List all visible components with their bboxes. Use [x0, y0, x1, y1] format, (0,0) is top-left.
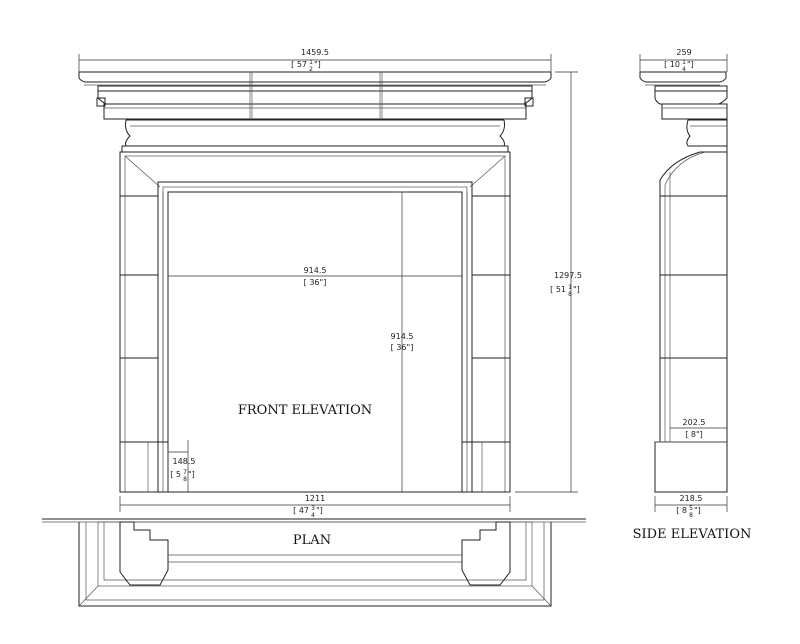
svg-text:5: 5: [689, 505, 693, 512]
front-elevation: 1459.5 [ 57 1 2 "] 1297.5 [ 51 1 8 "]: [78, 48, 582, 493]
side-elevation-label: SIDE ELEVATION: [633, 527, 752, 542]
base-width-imperial: [ 47 3 4 "]: [293, 505, 323, 519]
svg-text:8: 8: [183, 476, 187, 483]
shelf-depth-mm: 259: [676, 48, 691, 57]
base-depth-mm: 218.5: [680, 494, 703, 503]
opening-width-mm: 914.5: [304, 266, 327, 275]
overall-height-imperial: [ 51 1 8 "]: [550, 284, 580, 298]
opening-height-imperial: [ 36"]: [391, 343, 414, 352]
shelf-depth-imperial: [ 10 1 4 "]: [664, 59, 694, 73]
svg-text:8: 8: [689, 512, 693, 519]
opening-height-mm: 914.5: [391, 332, 414, 341]
dim-opening-height: 914.5 [ 36"]: [391, 191, 414, 492]
svg-text:"]: "]: [573, 285, 580, 294]
svg-text:8: 8: [568, 291, 572, 298]
overall-height-mm: 1297.5: [554, 271, 582, 280]
dim-base-width: 1211 [ 47 3 4 "]: [119, 494, 511, 519]
leg-depth-imperial: [ 8"]: [685, 430, 703, 439]
base-width-mm: 1211: [305, 494, 325, 503]
svg-text:[ 47: [ 47: [293, 506, 309, 515]
dim-opening-width: 914.5 [ 36"]: [168, 266, 462, 287]
dim-base-depth: 218.5 [ 8 5 8 "]: [654, 494, 728, 519]
leg-width-imperial: [ 5 7 8 "]: [170, 469, 195, 483]
svg-text:7: 7: [183, 469, 187, 476]
svg-text:1: 1: [568, 284, 572, 291]
front-elevation-label: FRONT ELEVATION: [238, 403, 372, 418]
dim-shelf-depth: 259 [ 10 1 4 "]: [639, 48, 728, 73]
surround-frame: [119, 151, 511, 493]
svg-text:"]: "]: [188, 470, 195, 479]
svg-text:3: 3: [311, 505, 315, 512]
opening-width-imperial: [ 36"]: [304, 278, 327, 287]
svg-text:1: 1: [309, 59, 313, 66]
svg-text:"]: "]: [316, 506, 323, 515]
dim-overall-width: 1459.5 [ 57 1 2 "]: [78, 48, 552, 73]
dim-overall-height: 1297.5 [ 51 1 8 "]: [515, 71, 582, 493]
leg-width-mm: 148.5: [173, 457, 196, 466]
leg-depth-mm: 202.5: [683, 418, 706, 427]
svg-text:[ 5: [ 5: [170, 470, 181, 479]
svg-text:"]: "]: [694, 506, 701, 515]
svg-text:"]: "]: [314, 60, 321, 69]
overall-width-imperial: [ 57 1 2 "]: [291, 59, 321, 73]
svg-text:1: 1: [682, 59, 686, 66]
svg-text:[ 51: [ 51: [550, 285, 566, 294]
plan-label: PLAN: [293, 533, 331, 548]
svg-text:4: 4: [682, 66, 686, 73]
dim-leg-width: 148.5 [ 5 7 8 "]: [167, 440, 196, 492]
base-depth-imperial: [ 8 5 8 "]: [676, 505, 701, 519]
svg-text:2: 2: [309, 66, 313, 73]
svg-text:[ 57: [ 57: [291, 60, 307, 69]
svg-text:[ 8: [ 8: [676, 506, 687, 515]
mantel-shelf: [78, 71, 552, 153]
side-elevation: 259 [ 10 1 4 "] 202.5 [ 8"] 218.5 [ 8 5 …: [633, 48, 752, 542]
dim-leg-depth: 202.5 [ 8"]: [670, 418, 727, 439]
svg-text:[ 10: [ 10: [664, 60, 680, 69]
overall-width-mm: 1459.5: [301, 48, 329, 57]
plan-view: PLAN: [42, 518, 586, 607]
svg-text:4: 4: [311, 512, 315, 519]
svg-text:"]: "]: [687, 60, 694, 69]
